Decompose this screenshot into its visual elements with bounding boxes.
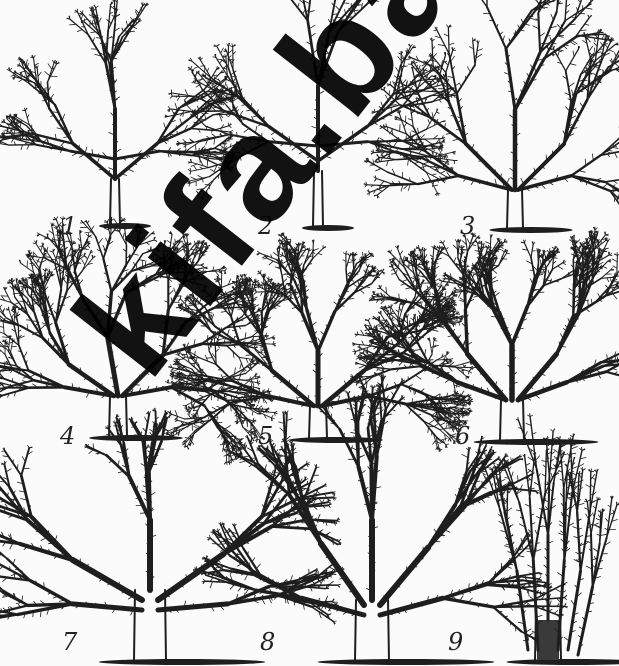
label-3: 3: [460, 214, 475, 238]
label-9: 9: [448, 630, 463, 654]
tree-3: [364, 0, 619, 233]
tree-9: [481, 414, 619, 665]
label-1: 1: [62, 214, 77, 238]
tree-8: [194, 373, 567, 665]
label-6: 6: [455, 424, 470, 448]
label-5: 5: [258, 424, 273, 448]
tree-2: [165, 0, 457, 231]
label-2: 2: [258, 214, 273, 238]
label-4: 4: [60, 424, 75, 448]
label-8: 8: [260, 630, 275, 654]
label-7: 7: [62, 630, 77, 654]
tree-6: [350, 227, 619, 445]
